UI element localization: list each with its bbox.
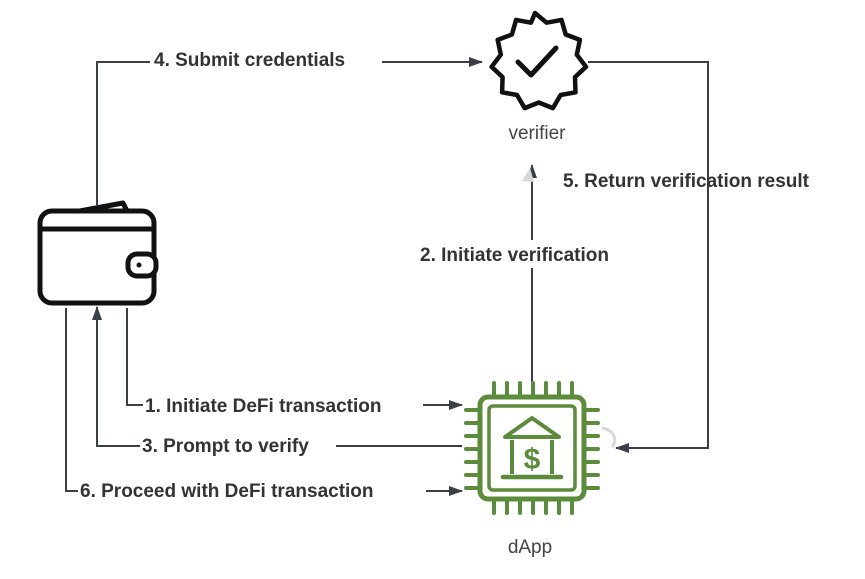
step-6-label: 6. Proceed with DeFi transaction bbox=[80, 481, 374, 502]
verifier-node: verifier bbox=[489, 10, 589, 144]
step-5-label: 5. Return verification result bbox=[563, 171, 810, 192]
verified-badge-icon bbox=[489, 10, 589, 111]
verifier-label: verifier bbox=[508, 123, 566, 144]
step-3-label: 3. Prompt to verify bbox=[142, 436, 309, 457]
bank-chip-icon: $ bbox=[464, 381, 600, 515]
edge-prompt-verify bbox=[97, 307, 462, 447]
edge-initiate-defi bbox=[126, 308, 462, 405]
ghost-arrow-icon bbox=[522, 168, 534, 182]
dollar-icon: $ bbox=[524, 443, 541, 476]
dapp-label: dApp bbox=[508, 537, 552, 558]
wallet-icon bbox=[37, 200, 159, 306]
step-4-label: 4. Submit credentials bbox=[154, 50, 345, 71]
refresh-icon bbox=[601, 426, 617, 448]
edge-return-verification bbox=[588, 61, 709, 453]
step-1-label: 1. Initiate DeFi transaction bbox=[145, 396, 382, 417]
dapp-node: $ dApp bbox=[464, 381, 600, 558]
step-2-label: 2. Initiate verification bbox=[420, 245, 609, 266]
edge-submit-credentials bbox=[96, 62, 482, 205]
edge-proceed-defi bbox=[65, 308, 462, 491]
wallet-node bbox=[37, 200, 159, 306]
